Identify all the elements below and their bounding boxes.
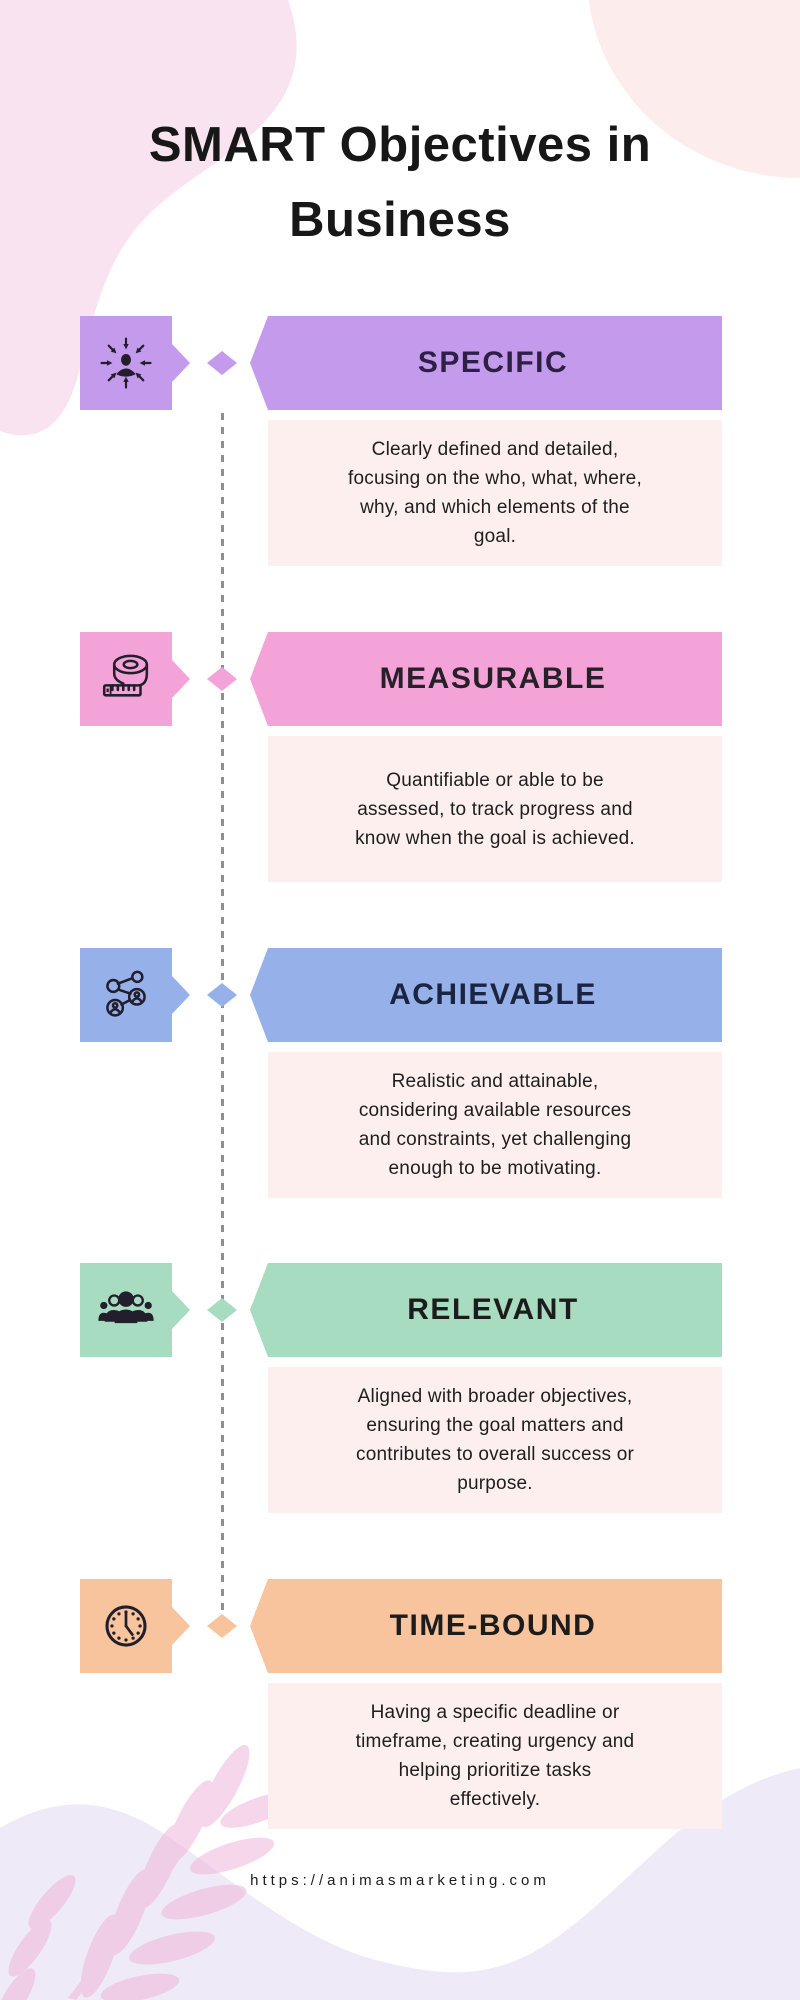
top-left-blob xyxy=(0,0,297,436)
connector-diamond xyxy=(207,351,237,375)
section-description-box: Clearly defined and detailed, focusing o… xyxy=(268,420,722,566)
specific-icon-box xyxy=(80,316,190,410)
section-heading: TIME-BOUND xyxy=(389,1609,597,1642)
section-description-text: Realistic and attainable, considering av… xyxy=(358,1071,632,1179)
section-header-banner: SPECIFIC xyxy=(250,316,722,410)
connector-diamond xyxy=(207,1614,237,1638)
team-icon xyxy=(98,1291,154,1324)
achievable-icon-box xyxy=(80,948,190,1042)
section-heading: ACHIEVABLE xyxy=(389,978,597,1011)
connector-diamond xyxy=(207,1298,237,1322)
section-description-box: Quantifiable or able to be assessed, to … xyxy=(268,736,722,882)
measuring-tape-icon xyxy=(102,654,149,697)
measurable-icon-box xyxy=(80,632,190,726)
fern-leaf-decoration xyxy=(0,1744,296,2000)
section-specific: SPECIFIC Clearly defined and detailed, f… xyxy=(0,316,800,686)
section-description-box: Having a specific deadline or timeframe,… xyxy=(268,1683,722,1829)
connector-diamond xyxy=(207,983,237,1007)
section-header-banner: RELEVANT xyxy=(250,1263,722,1357)
section-header-banner: MEASURABLE xyxy=(250,632,722,726)
section-measurable: MEASURABLE Quantifiable or able to be as… xyxy=(0,632,800,1002)
section-relevant: RELEVANT Aligned with broader objectives… xyxy=(0,1263,800,1633)
section-heading: MEASURABLE xyxy=(379,662,607,695)
footer-url: https://animasmarketing.com xyxy=(250,1872,550,1889)
section-description-text: Quantifiable or able to be assessed, to … xyxy=(355,769,635,849)
clock-icon xyxy=(105,1605,147,1647)
section-description-text: Aligned with broader objectives, ensurin… xyxy=(356,1386,634,1494)
page-title: SMART Objectives in Business xyxy=(148,118,652,247)
time-bound-icon-box xyxy=(80,1579,190,1673)
dashed-connector-line xyxy=(221,413,224,1628)
top-right-blob xyxy=(588,0,800,178)
section-description-text: Clearly defined and detailed, focusing o… xyxy=(348,439,642,547)
section-description-box: Aligned with broader objectives, ensurin… xyxy=(268,1367,722,1513)
section-header-banner: TIME-BOUND xyxy=(250,1579,722,1673)
relevant-icon-box xyxy=(80,1263,190,1357)
section-heading: RELEVANT xyxy=(407,1293,579,1326)
section-description-text: Having a specific deadline or timeframe,… xyxy=(355,1702,635,1810)
target-person-icon xyxy=(100,337,152,389)
section-header-banner: ACHIEVABLE xyxy=(250,948,722,1042)
section-time-bound: TIME-BOUND Having a specific deadline or… xyxy=(0,1579,800,1949)
connector-diamond xyxy=(207,667,237,691)
section-achievable: ACHIEVABLE Realistic and attainable, con… xyxy=(0,948,800,1318)
section-heading: SPECIFIC xyxy=(417,346,569,379)
share-network-icon xyxy=(106,970,146,1017)
section-description-box: Realistic and attainable, considering av… xyxy=(268,1052,722,1198)
